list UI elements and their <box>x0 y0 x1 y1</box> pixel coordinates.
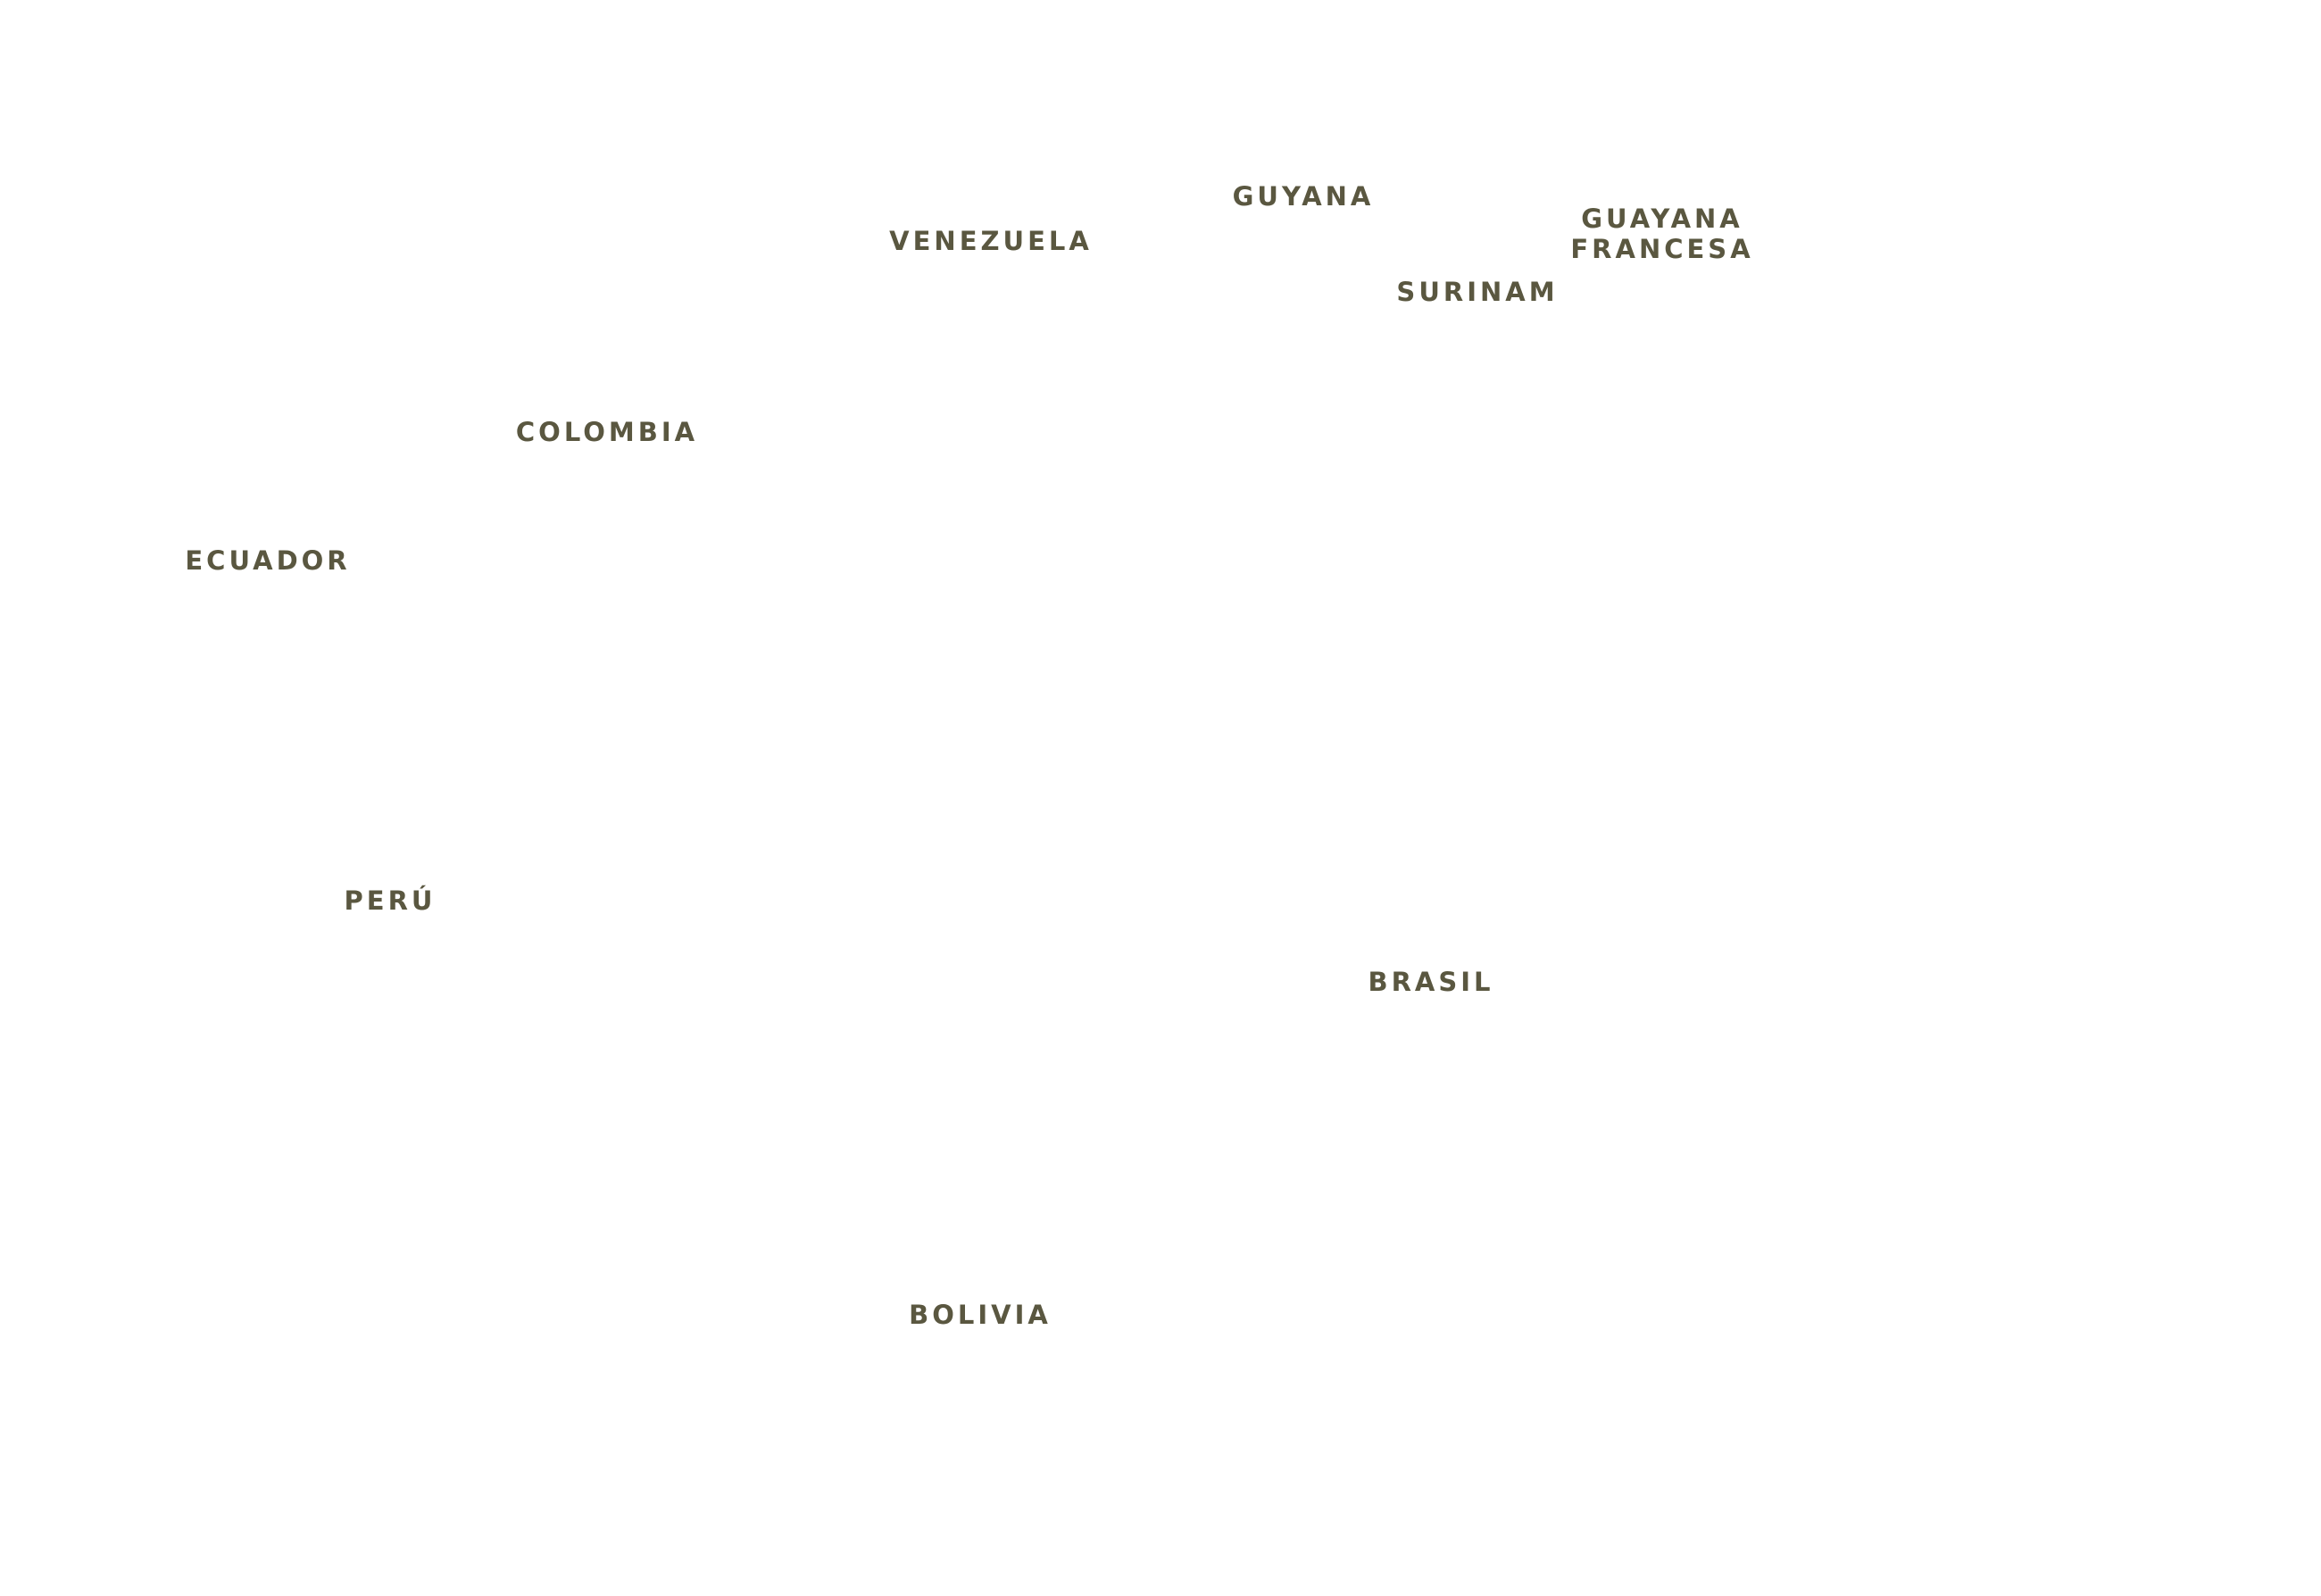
country-label-bolivia: BOLIVIA <box>909 1300 1052 1330</box>
country-label-guayana-francesa: GUAYANA FRANCESA <box>1570 204 1753 264</box>
country-label-guayana-francesa-line1: GUAYANA <box>1581 204 1743 234</box>
country-label-surinam: SURINAM <box>1396 277 1559 307</box>
country-label-guyana: GUYANA <box>1232 181 1375 212</box>
country-label-ecuador: ECUADOR <box>185 545 351 576</box>
country-label-colombia: COLOMBIA <box>515 417 699 447</box>
country-label-brasil: BRASIL <box>1368 967 1494 997</box>
country-label-venezuela: VENEZUELA <box>889 226 1093 256</box>
country-label-peru: PERÚ <box>344 885 437 916</box>
country-label-guayana-francesa-line2: FRANCESA <box>1570 234 1754 264</box>
